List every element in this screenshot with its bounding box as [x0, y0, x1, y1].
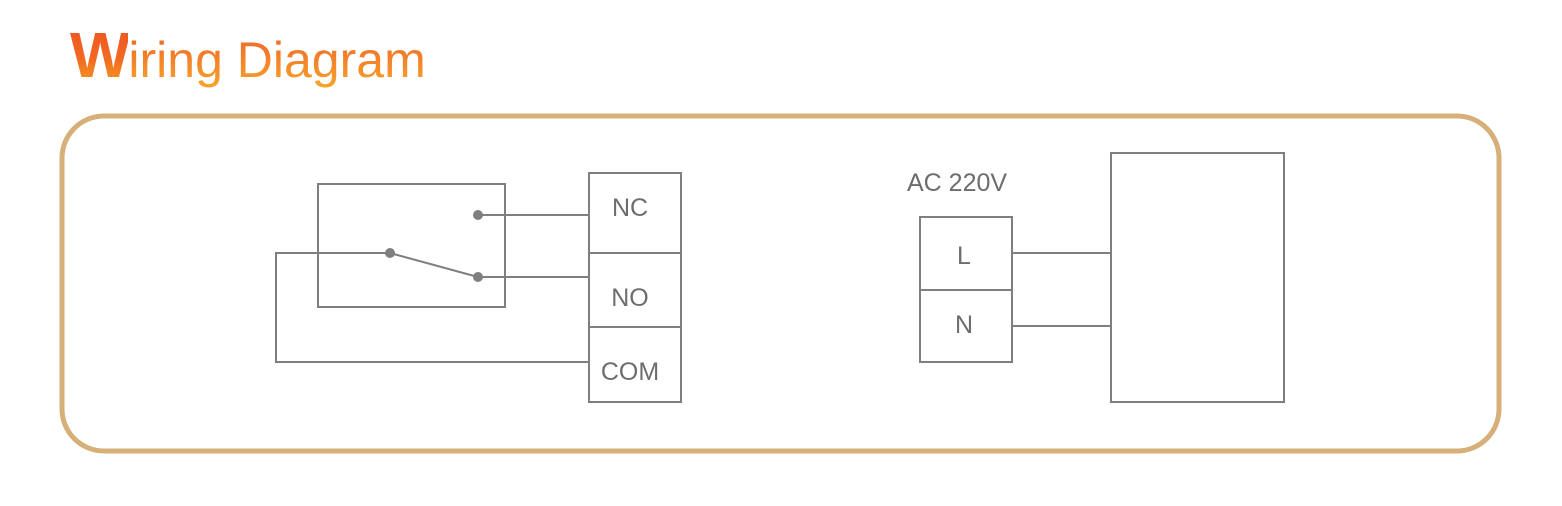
terminal-n-label: N [955, 311, 973, 339]
title-rest: iring Diagram [128, 32, 426, 88]
terminal-block-outline [588, 172, 682, 403]
terminal-nc-label: NC [612, 194, 648, 222]
diagram-frame [59, 113, 1502, 454]
relay-switch [275, 183, 590, 363]
terminal-no-label: NO [611, 284, 649, 312]
switch-blade [389, 252, 479, 278]
com-wire [275, 252, 590, 363]
load-box [1110, 152, 1285, 403]
no-contact [473, 272, 483, 282]
title-initial: W [70, 19, 130, 91]
terminal-com-label: COM [601, 358, 659, 386]
power-terminal-block [919, 152, 1285, 403]
relay-box [317, 183, 506, 308]
relay-terminal-block [588, 172, 682, 403]
page-title: Wiring Diagram [70, 18, 426, 98]
nc-contact [473, 210, 483, 220]
pivot-contact [385, 248, 395, 258]
ac-voltage-label: AC 220V [907, 169, 1007, 197]
terminal-l-label: L [957, 242, 971, 270]
